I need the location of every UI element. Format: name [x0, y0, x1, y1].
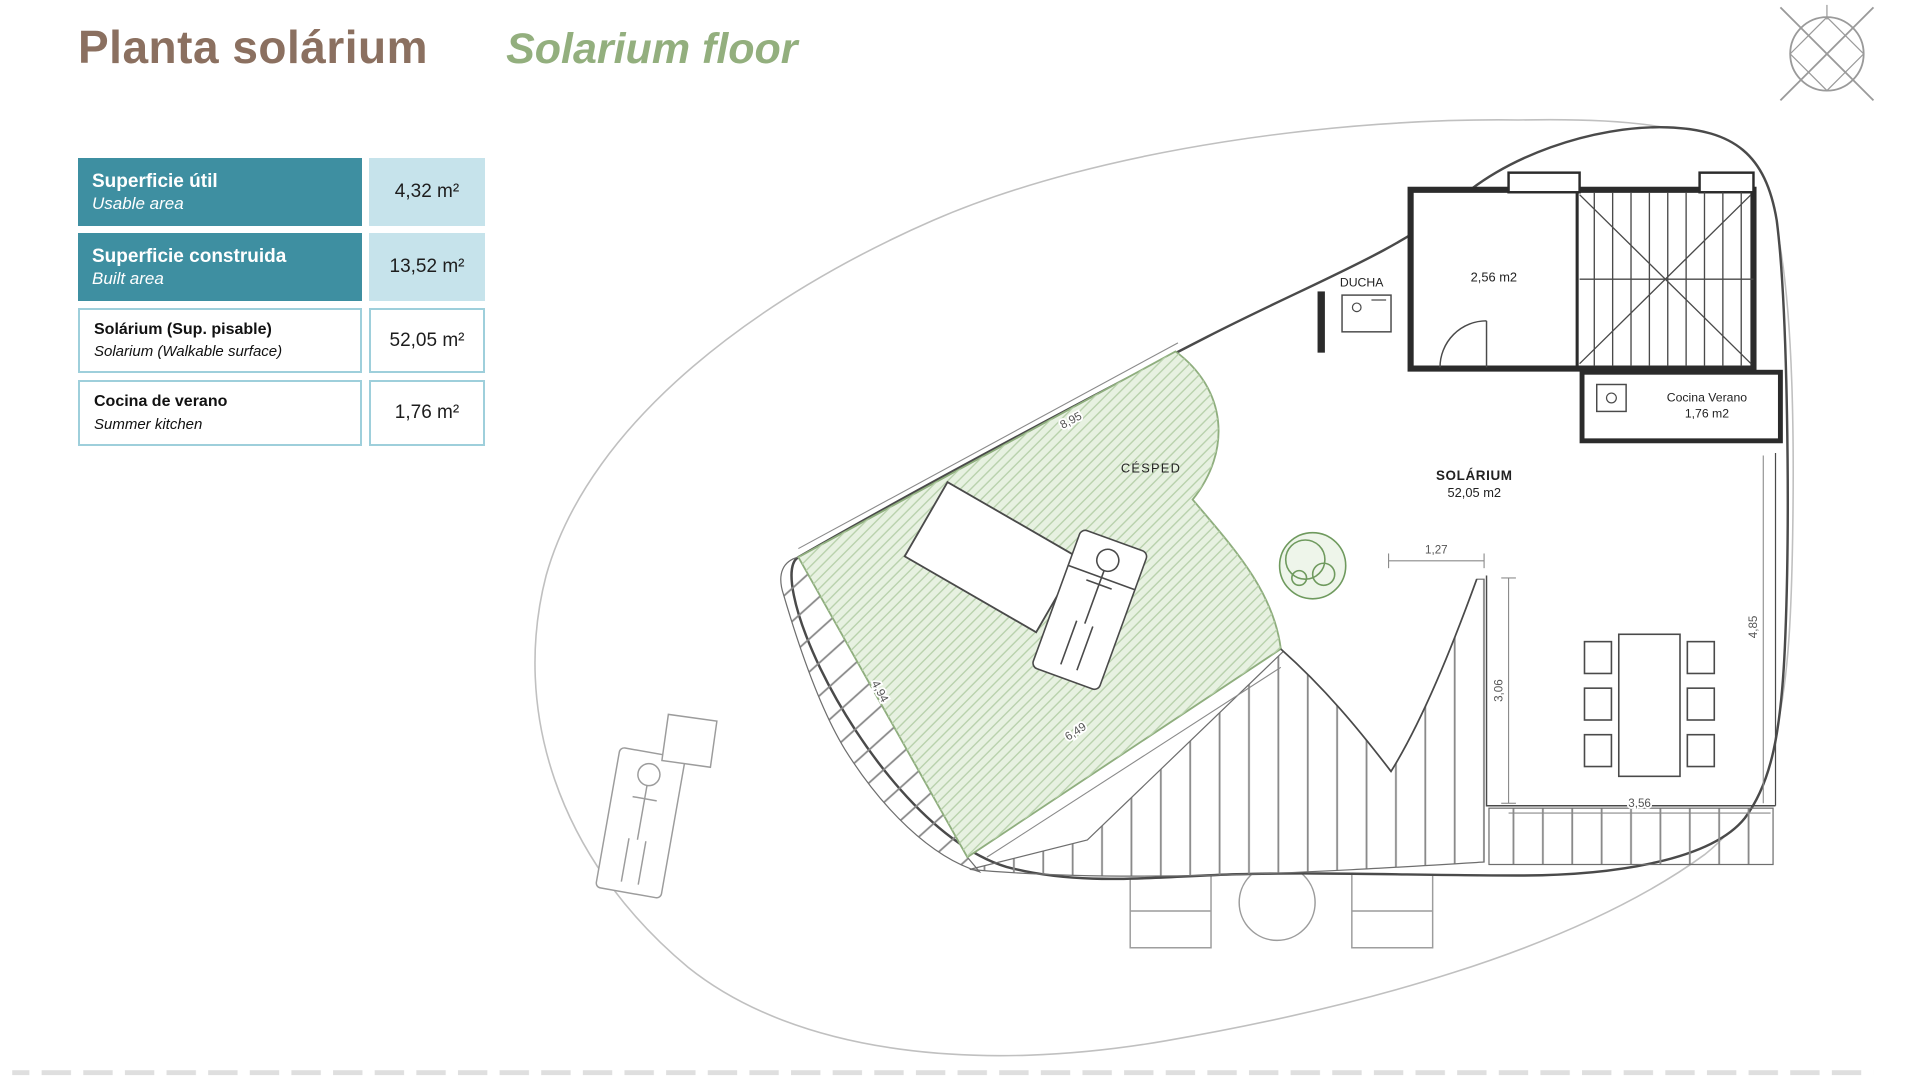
pergola-band-left [780, 556, 982, 874]
page-subtitle: Solarium floor [506, 25, 798, 73]
solarium-label: SOLÁRIUM [1436, 468, 1513, 483]
label-en: Solarium (Walkable surface) [94, 343, 283, 361]
dim-1-27: 1,27 [1425, 543, 1448, 556]
table-row: Cocina de verano Summer kitchen 1,76 m² [78, 380, 485, 446]
area-table: Superficie útil Usable area 4,32 m² Supe… [78, 158, 485, 453]
table-row: Superficie útil Usable area 4,32 m² [78, 158, 485, 226]
table-row: Solárium (Sup. pisable) Solarium (Walkab… [78, 308, 485, 374]
lower-side-table [661, 713, 718, 769]
label-en: Built area [92, 269, 164, 289]
row-value-summer-kitchen: 1,76 m² [369, 380, 485, 446]
row-value-solarium: 52,05 m² [369, 308, 485, 374]
cocina-label: Cocina Verano [1667, 391, 1747, 405]
staircase: 2,56 m2 [1407, 171, 1757, 372]
row-label-built-area: Superficie construida Built area [78, 233, 362, 301]
sun-lounger [1032, 529, 1148, 691]
row-label-usable-area: Superficie útil Usable area [78, 158, 362, 226]
door-arc [1439, 320, 1488, 368]
shower-area: DUCHA [1317, 276, 1392, 353]
label-en: Usable area [92, 194, 184, 214]
dimensions [798, 342, 1771, 858]
cesped-label: CÉSPED [1121, 461, 1181, 476]
row-label-solarium: Solárium (Sup. pisable) Solarium (Walkab… [78, 308, 362, 374]
row-value-usable-area: 4,32 m² [369, 158, 485, 226]
table-row: Superficie construida Built area 13,52 m… [78, 233, 485, 301]
label-es: Superficie útil [92, 170, 218, 192]
compass-icon [1779, 4, 1875, 102]
lower-floor-outline [534, 118, 1795, 1057]
label-es: Superficie construida [92, 245, 287, 267]
summer-kitchen: Cocina Verano 1,76 m2 [1579, 369, 1783, 444]
dim-3-56: 3,56 [1628, 797, 1651, 810]
terrace-lines [1280, 453, 1777, 807]
tree [1278, 531, 1347, 600]
page-title: Planta solárium [78, 21, 429, 73]
bottom-fineprint-strip [12, 1068, 1874, 1078]
cocina-area-label: 1,76 m2 [1685, 407, 1729, 421]
pergola-band-right [1488, 807, 1774, 866]
page-header: Planta solárium Solarium floor [78, 20, 798, 74]
stair-room-area-label: 2,56 m2 [1471, 270, 1517, 285]
ducha-label: DUCHA [1340, 276, 1384, 290]
dim-4-85: 4,85 [1747, 616, 1760, 639]
dining-set [1583, 633, 1716, 778]
dim-3-06: 3,06 [1492, 679, 1505, 702]
lower-lounger [595, 747, 686, 899]
row-label-summer-kitchen: Cocina de verano Summer kitchen [78, 380, 362, 446]
label-es: Cocina de verano [94, 393, 228, 411]
label-en: Summer kitchen [94, 415, 203, 433]
lower-round-table [1238, 863, 1316, 942]
label-es: Solárium (Sup. pisable) [94, 321, 272, 338]
solarium-area-label: 52,05 m2 [1448, 485, 1502, 500]
row-value-built-area: 13,52 m² [369, 233, 485, 301]
